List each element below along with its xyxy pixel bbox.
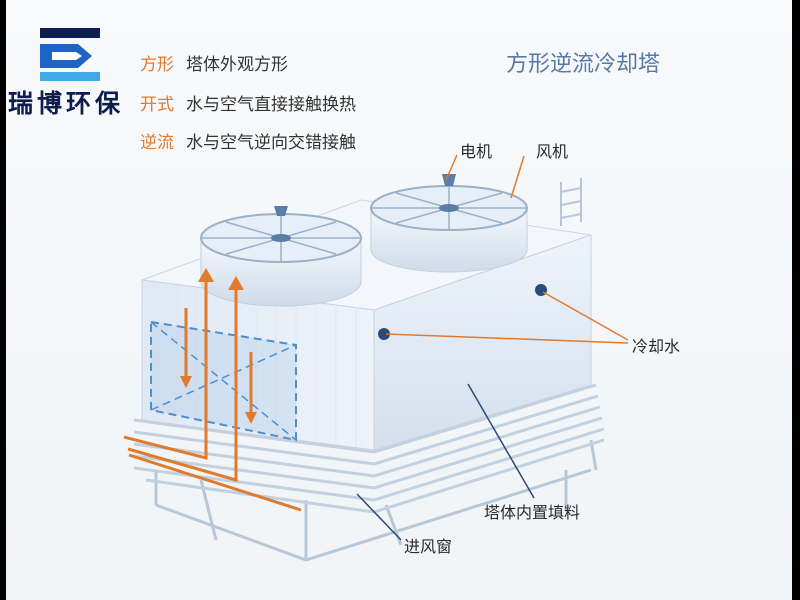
fan-drum-right bbox=[370, 185, 528, 273]
label-fan: 风机 bbox=[536, 142, 569, 161]
label-fill: 塔体内置填料 bbox=[484, 503, 581, 522]
motor-icon bbox=[274, 206, 288, 216]
fan-drum-left bbox=[200, 213, 362, 307]
airflow-arrowheads bbox=[180, 268, 257, 424]
cooling-tower-illustration bbox=[123, 154, 629, 562]
brand-logo-icon bbox=[40, 28, 100, 81]
feature-value: 塔体外观方形 bbox=[186, 55, 288, 75]
label-cooling-water: 冷却水 bbox=[632, 337, 681, 356]
feature-key: 方形 bbox=[140, 55, 174, 75]
leader-lines-dark bbox=[356, 383, 535, 541]
feature-square: 方形塔体外观方形 bbox=[140, 50, 288, 75]
ladder bbox=[560, 178, 582, 226]
support-frame bbox=[154, 439, 598, 562]
diagram-canvas: 瑞博环保 方形塔体外观方形 开式水与空气直接接触换热 逆流水与空气逆向交错接触 … bbox=[6, 0, 792, 600]
leader-lines-orange bbox=[385, 154, 629, 344]
feature-key: 开式 bbox=[140, 95, 174, 115]
label-air-inlet: 进风窗 bbox=[404, 537, 453, 556]
brand-name: 瑞博环保 bbox=[8, 89, 125, 118]
water-nozzle-icon bbox=[535, 284, 547, 296]
feature-value: 水与空气逆向交错接触 bbox=[186, 133, 356, 153]
side-panel-lines bbox=[155, 282, 357, 447]
feature-value: 水与空气直接接触换热 bbox=[186, 95, 356, 115]
feature-key: 逆流 bbox=[140, 133, 174, 153]
airflow-arrows bbox=[123, 282, 302, 512]
feature-counterflow: 逆流水与空气逆向交错接触 bbox=[140, 128, 356, 153]
label-motor: 电机 bbox=[460, 142, 493, 161]
water-nozzle-icon bbox=[378, 328, 390, 340]
motor-icon bbox=[442, 174, 456, 186]
diagram-title: 方形逆流冷却塔 bbox=[506, 52, 661, 77]
feature-open: 开式水与空气直接接触换热 bbox=[140, 90, 356, 115]
